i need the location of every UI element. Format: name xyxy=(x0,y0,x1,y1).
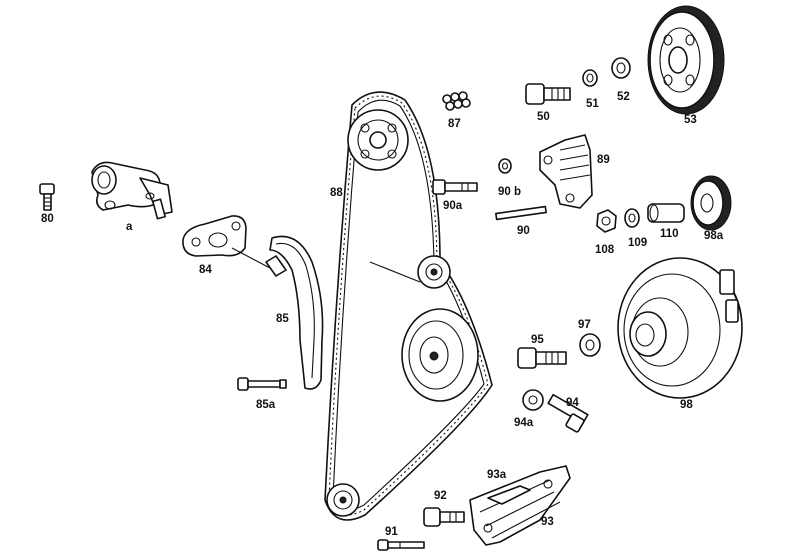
guide-rail-85 xyxy=(265,235,324,390)
gasket-84 xyxy=(182,215,271,269)
label-94a: 94a xyxy=(514,417,534,429)
label-80: 80 xyxy=(41,213,54,225)
bolt-80 xyxy=(39,183,55,211)
gear-98a xyxy=(690,175,732,231)
label-109: 109 xyxy=(628,237,647,249)
label-98a: 98a xyxy=(704,230,724,242)
label-93: 93 xyxy=(541,516,554,528)
clips-87 xyxy=(442,91,471,111)
label-98: 98 xyxy=(680,399,693,411)
tensioner-a xyxy=(91,161,173,220)
bolt-50 xyxy=(525,83,571,105)
upper-sprocket xyxy=(347,109,409,171)
label-91: 91 xyxy=(385,526,398,538)
bolt-90a xyxy=(432,179,478,195)
label-90b: 90 b xyxy=(498,186,521,198)
label-84: 84 xyxy=(199,264,212,276)
spacer-110 xyxy=(647,203,685,223)
label-85: 85 xyxy=(276,313,289,325)
sprocket-53 xyxy=(647,5,725,115)
label-108: 108 xyxy=(595,244,615,256)
bracket-89 xyxy=(539,134,593,209)
guide-rail-93 xyxy=(469,465,571,546)
label-93a: 93a xyxy=(487,469,507,481)
pin-91 xyxy=(377,539,425,551)
timing-chain xyxy=(324,91,493,521)
bolt-92 xyxy=(423,507,465,527)
washer-51 xyxy=(582,69,598,87)
label-53: 53 xyxy=(684,114,697,126)
label-87: 87 xyxy=(448,118,461,130)
leader-line xyxy=(369,261,421,283)
label-95: 95 xyxy=(531,334,544,346)
bolt-94 xyxy=(547,393,589,433)
idler-sprocket xyxy=(417,255,451,289)
label-110: 110 xyxy=(660,228,679,240)
crank-pulley xyxy=(401,308,479,402)
washer-90b xyxy=(498,158,512,174)
washer-52 xyxy=(611,57,631,79)
label-89: 89 xyxy=(597,154,610,166)
pin-85a xyxy=(237,377,287,391)
bolt-95 xyxy=(517,347,567,369)
washer-97 xyxy=(579,333,601,357)
label-90: 90 xyxy=(517,225,530,237)
label-51: 51 xyxy=(586,98,599,110)
lower-sprocket xyxy=(326,483,360,517)
label-52: 52 xyxy=(617,91,630,103)
part-93a xyxy=(487,485,531,505)
label-88: 88 xyxy=(330,187,343,199)
damper-98 xyxy=(617,257,743,399)
washer-94a xyxy=(522,389,544,411)
label-a: a xyxy=(126,221,133,233)
label-85a: 85a xyxy=(256,399,276,411)
label-97: 97 xyxy=(578,319,591,331)
label-92: 92 xyxy=(434,490,447,502)
label-94: 94 xyxy=(566,397,579,409)
washer-109 xyxy=(624,208,640,228)
stud-90 xyxy=(495,205,547,221)
label-50: 50 xyxy=(537,111,550,123)
label-90a: 90a xyxy=(443,200,463,212)
nut-108 xyxy=(596,209,617,233)
